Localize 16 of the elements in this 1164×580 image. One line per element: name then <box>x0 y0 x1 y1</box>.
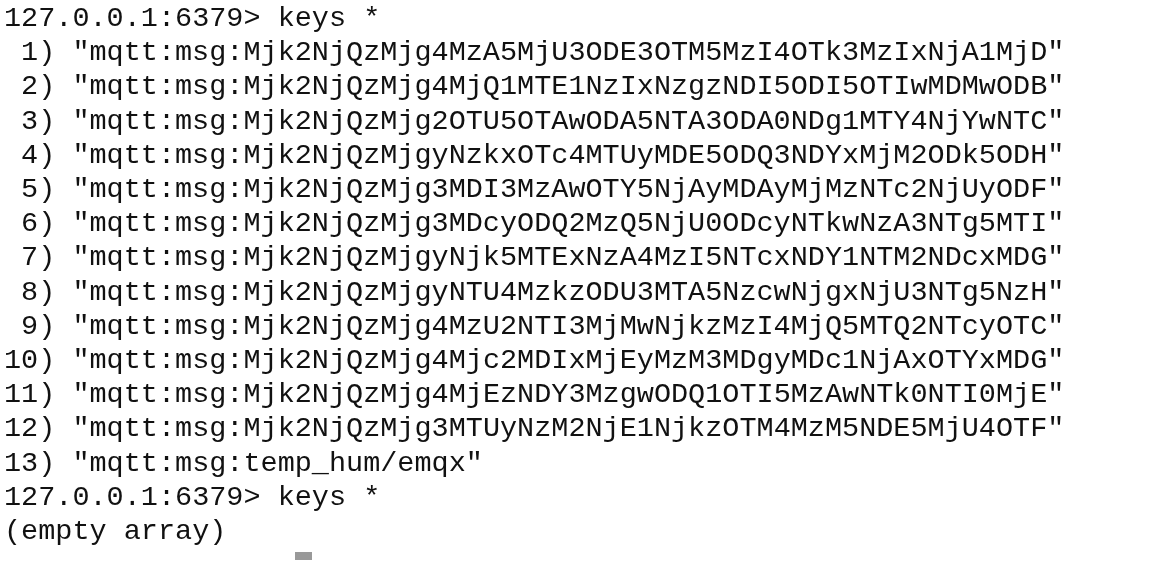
command-line: 127.0.0.1:6379> keys * <box>4 481 381 514</box>
output-line: 11) "mqtt:msg:Mjk2NjQzMjg4MjEzNDY3MzgwODQ1OTI5MzAwNTk0NTI0MjE" <box>4 379 1065 412</box>
output-line: 7) "mqtt:msg:Mjk2NjQzMjgyNjk5MTExNzA4MzI5NTcxNDY1NTM2NDcxMDG" <box>21 242 1065 275</box>
output-line: 2) "mqtt:msg:Mjk2NjQzMjg4MjQ1MTE1NzIxNzgzNDI5ODI5OTIwMDMwODB" <box>21 71 1065 104</box>
output-line: 9) "mqtt:msg:Mjk2NjQzMjg4MzU2NTI3MjMwNjkzMzI4MjQ5MTQ2NTcyOTC" <box>21 310 1065 343</box>
output-line: 8) "mqtt:msg:Mjk2NjQzMjgyNTU4MzkzODU3MTA5NzcwNjgxNjU3NTg5NzH" <box>21 276 1065 309</box>
command-line: 127.0.0.1:6379> keys * <box>4 3 381 35</box>
output-text: (empty array) <box>4 516 227 548</box>
output-line: 1) "mqtt:msg:Mjk2NjQzMjg4MzA5MjU3ODE3OTM5MzI4OTk3MzIxNjA1MjD" <box>21 37 1065 70</box>
output-line: 10) "mqtt:msg:Mjk2NjQzMjg4Mjc2MDIxMjEyMzM3MDgyMDc1NjAxOTYxMDG" <box>4 345 1065 377</box>
output-line: 5) "mqtt:msg:Mjk2NjQzMjg3MDI3MzAwOTY5NjAyMDAyMjMzNTc2NjUyODF" <box>21 174 1065 206</box>
output-line: 3) "mqtt:msg:Mjk2NjQzMjg2OTU5OTAwODA5NTA3ODA0NDg1MTY4NjYwNTC" <box>21 105 1065 138</box>
output-line: 4) "mqtt:msg:Mjk2NjQzMjgyNzkxOTc4MTUyMDE5ODQ3NDYxMjM2ODk5ODH" <box>21 139 1065 172</box>
output-line: 6) "mqtt:msg:Mjk2NjQzMjg3MDcyODQ2MzQ5NjU0ODcyNTkwNzA3NTg5MTI" <box>21 208 1065 241</box>
output-line: 13) "mqtt:msg:temp_hum/emqx" <box>4 447 483 480</box>
output-line: 12) "mqtt:msg:Mjk2NjQzMjg3MTUyNzM2NjE1NjkzOTM4MzM5NDE5MjU4OTF" <box>4 413 1065 446</box>
